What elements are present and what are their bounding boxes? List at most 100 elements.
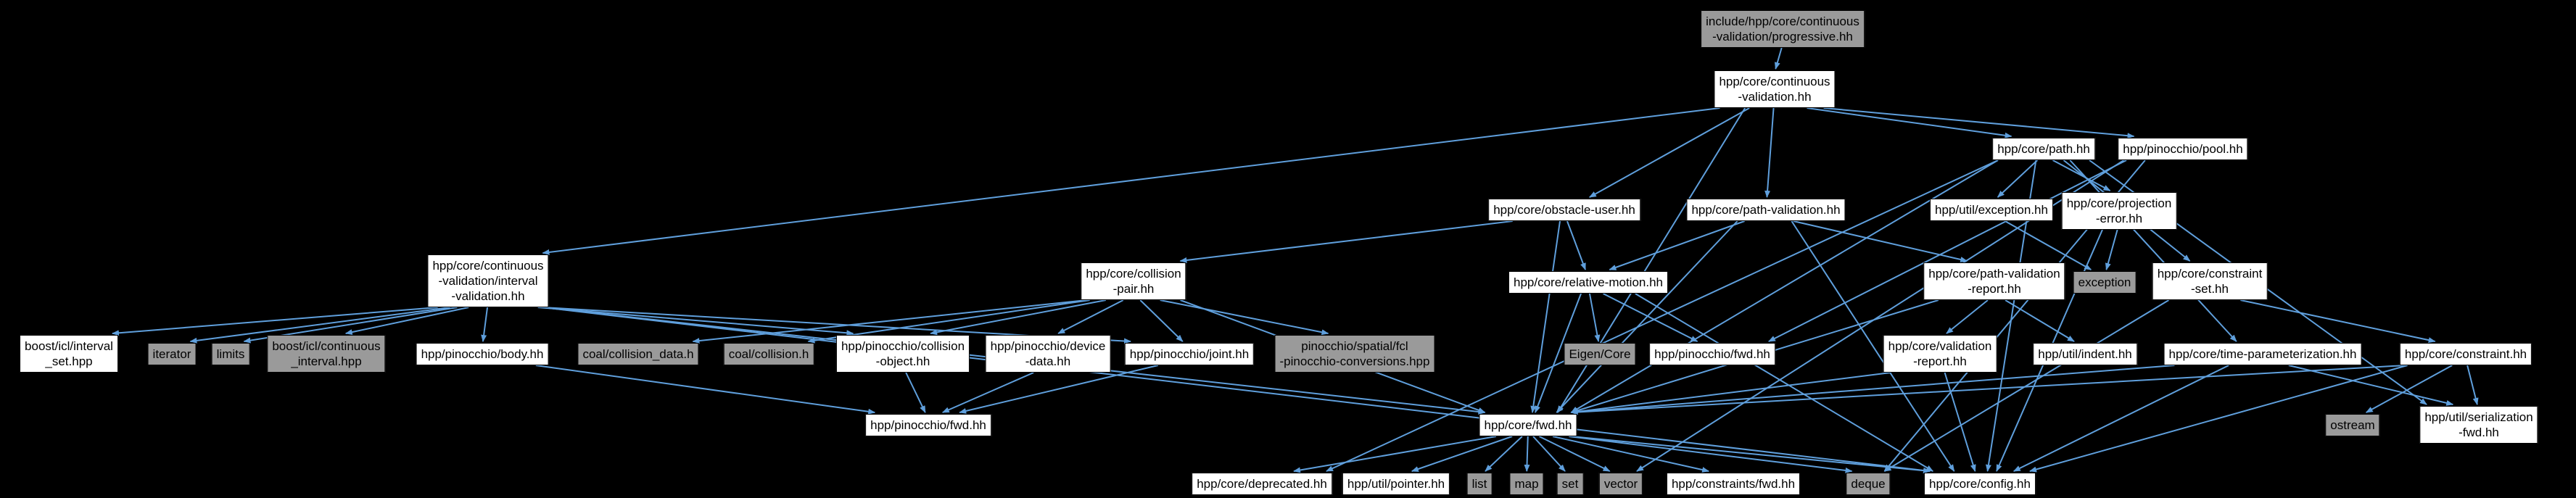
graph-node-vector: vector xyxy=(1598,473,1643,495)
edge-time_param-to-config xyxy=(2012,365,2229,472)
edge-pin_collision_object-to-pin_fwd_left xyxy=(905,372,926,413)
edge-validation_report-to-core_fwd xyxy=(1570,372,1891,415)
graph-node-eigen_core: Eigen/Core xyxy=(1564,343,1636,365)
edge-path-to-core_fwd xyxy=(1570,159,1999,413)
graph-node-pin_fwd_left[interactable]: hpp/pinocchio/fwd.hh xyxy=(865,414,991,436)
edge-path-to-projection_error xyxy=(2052,159,2111,191)
graph-node-deque: deque xyxy=(1846,473,1891,495)
edge-core_fwd-to-list xyxy=(1485,436,1523,472)
edge-core_fwd-to-deprecated xyxy=(1293,436,1497,473)
edge-core_fwd-to-constraints_fwd xyxy=(1552,436,1710,473)
edge-collision_pair-to-pin_device_data xyxy=(1057,299,1124,334)
graph-node-ostream: ostream xyxy=(2325,414,2380,436)
edge-relative_motion-to-config xyxy=(1635,293,1934,472)
graph-node-exception_std: exception xyxy=(2073,271,2137,294)
edge-projection_error-to-exception_std xyxy=(2105,229,2118,270)
edge-path-to-util_exception xyxy=(1997,159,2039,198)
graph-node-boost_interval_set[interactable]: boost/icl/interval _set.hpp xyxy=(20,335,118,373)
edge-collision_pair-to-coal_collision xyxy=(807,299,1090,344)
edge-continuous_validation-to-path xyxy=(1807,107,2012,138)
edge-pin_joint-to-pin_fwd_left xyxy=(959,365,1159,414)
edge-path_validation-to-pv_report xyxy=(1793,220,1968,262)
edge-pool-to-pin_fwd_right xyxy=(1767,159,2127,342)
edge-core_fwd-to-deque xyxy=(1569,436,1853,473)
edge-continuous_validation-to-path_validation xyxy=(1764,107,1775,198)
graph-node-obstacle_user[interactable]: hpp/core/obstacle-user.hh xyxy=(1488,199,1640,221)
edge-constraint-to-serialization_fwd xyxy=(2466,365,2479,405)
graph-node-pool[interactable]: hpp/pinocchio/pool.hh xyxy=(2118,138,2248,160)
edge-collision_pair-to-coal_collision_data xyxy=(692,299,1087,344)
graph-node-continuous_validation[interactable]: hpp/core/continuous -validation.hh xyxy=(1714,70,1836,108)
edge-validation_report-to-config xyxy=(1944,372,1976,472)
edge-continuous_validation-to-pool xyxy=(1823,107,2135,139)
edge-collision_pair-to-fcl_conversions xyxy=(1160,299,1329,336)
edge-core_fwd-to-vector xyxy=(1538,436,1611,472)
graph-node-path_validation[interactable]: hpp/core/path-validation.hh xyxy=(1686,199,1846,221)
graph-node-time_param[interactable]: hpp/core/time-parameterization.hh xyxy=(2163,343,2362,365)
edge-relative_motion-to-eigen_core xyxy=(1588,293,1601,342)
graph-node-set: set xyxy=(1556,473,1584,495)
edge-pin_body-to-pin_fwd_left xyxy=(535,365,876,415)
graph-node-util_exception[interactable]: hpp/util/exception.hh xyxy=(1930,199,2053,221)
edge-constraint-to-config xyxy=(2029,365,2408,473)
edge-path-to-time_param xyxy=(2069,159,2237,342)
edge-interval_validation-to-pin_collision_object xyxy=(537,307,854,336)
graph-node-constraints_fwd[interactable]: hpp/constraints/fwd.hh xyxy=(1666,473,1801,495)
edge-core_fwd-to-set xyxy=(1532,436,1566,472)
edge-time_param-to-core_fwd xyxy=(1570,365,2175,415)
graph-node-pin_device_data[interactable]: hpp/pinocchio/device -data.hh xyxy=(985,335,1111,373)
graph-node-pin_body[interactable]: hpp/pinocchio/body.hh xyxy=(416,343,549,365)
graph-node-coal_collision_data: coal/collision_data.h xyxy=(577,343,699,365)
edge-path_validation-to-core_fwd xyxy=(1556,220,1738,413)
edge-obstacle_user-to-collision_pair xyxy=(1179,220,1513,263)
graph-node-progressive: include/hpp/core/continuous -validation/… xyxy=(1701,10,1865,48)
graph-node-serialization_fwd[interactable]: hpp/util/serialization -fwd.hh xyxy=(2419,406,2538,444)
graph-node-map: map xyxy=(1509,473,1544,495)
edge-constraint-to-core_fwd xyxy=(1570,365,2406,415)
edge-util_exception-to-exception_std xyxy=(2005,220,2092,270)
graph-node-relative_motion[interactable]: hpp/core/relative-motion.hh xyxy=(1508,271,1669,294)
edge-interval_validation-to-config xyxy=(542,307,1931,473)
edge-continuous_validation-to-obstacle_user xyxy=(1588,107,1750,198)
graph-node-pin_fwd_right[interactable]: hpp/pinocchio/fwd.hh xyxy=(1649,343,1775,365)
graph-node-util_indent[interactable]: hpp/util/indent.hh xyxy=(2033,343,2137,365)
edge-interval_validation-to-iterator xyxy=(189,307,450,344)
edge-constraint_set-to-deque xyxy=(1883,299,2169,472)
graph-node-constraint[interactable]: hpp/core/constraint.hh xyxy=(2399,343,2532,365)
graph-node-fcl_conversions: pinocchio/spatial/fcl -pinocchio-convers… xyxy=(1274,335,1435,373)
graph-node-core_fwd[interactable]: hpp/core/fwd.hh xyxy=(1479,414,1577,436)
edge-relative_motion-to-core_fwd xyxy=(1535,293,1582,413)
graph-node-util_pointer[interactable]: hpp/util/pointer.hh xyxy=(1342,473,1450,495)
edge-path_validation-to-relative_motion xyxy=(1609,220,1745,270)
graph-node-pin_joint[interactable]: hpp/pinocchio/joint.hh xyxy=(1124,343,1255,365)
edge-relative_motion-to-pin_fwd_right xyxy=(1603,293,1698,342)
edge-time_param-to-serialization_fwd xyxy=(2288,365,2454,406)
graph-node-config[interactable]: hpp/core/config.hh xyxy=(1924,473,2036,495)
graph-node-constraint_set[interactable]: hpp/core/constraint -set.hh xyxy=(2152,262,2268,300)
graph-node-deprecated[interactable]: hpp/core/deprecated.hh xyxy=(1192,473,1332,495)
edge-pin_device_data-to-pin_fwd_left xyxy=(941,372,1034,413)
graph-node-collision_pair[interactable]: hpp/core/collision -pair.hh xyxy=(1081,262,1186,300)
edge-progressive-to-continuous_validation xyxy=(1774,47,1783,70)
edge-continuous_validation-to-core_fwd xyxy=(1556,107,1746,413)
edge-core_fwd-to-map xyxy=(1524,436,1530,472)
edge-interval_validation-to-boost_continuous_interval xyxy=(344,307,469,336)
edge-continuous_validation-to-interval_validation xyxy=(542,107,1720,255)
edge-obstacle_user-to-core_fwd xyxy=(1530,220,1561,413)
graph-node-coal_collision: coal/collision.h xyxy=(723,343,814,365)
graph-node-interval_validation[interactable]: hpp/core/continuous -validation/interval… xyxy=(427,254,549,307)
edge-pv_report-to-util_indent xyxy=(2005,299,2075,342)
graph-node-pv_report[interactable]: hpp/core/path-validation -report.hh xyxy=(1923,262,2065,300)
graph-node-pin_collision_object[interactable]: hpp/pinocchio/collision -object.hh xyxy=(835,335,970,373)
graph-node-path[interactable]: hpp/core/path.hh xyxy=(1992,138,2095,160)
graph-node-projection_error[interactable]: hpp/core/projection -error.hh xyxy=(2061,192,2177,230)
graph-node-iterator: iterator xyxy=(147,343,197,365)
edge-interval_validation-to-pin_body xyxy=(481,307,489,342)
edge-constraint-to-ostream xyxy=(2365,365,2453,413)
edge-core_fwd-to-config xyxy=(1571,436,1931,474)
graph-node-boost_continuous_interval: boost/icl/continuous _interval.hpp xyxy=(267,335,386,373)
graph-node-validation_report[interactable]: hpp/core/validation -report.hh xyxy=(1883,335,1997,373)
graph-node-limits: limits xyxy=(211,343,250,365)
